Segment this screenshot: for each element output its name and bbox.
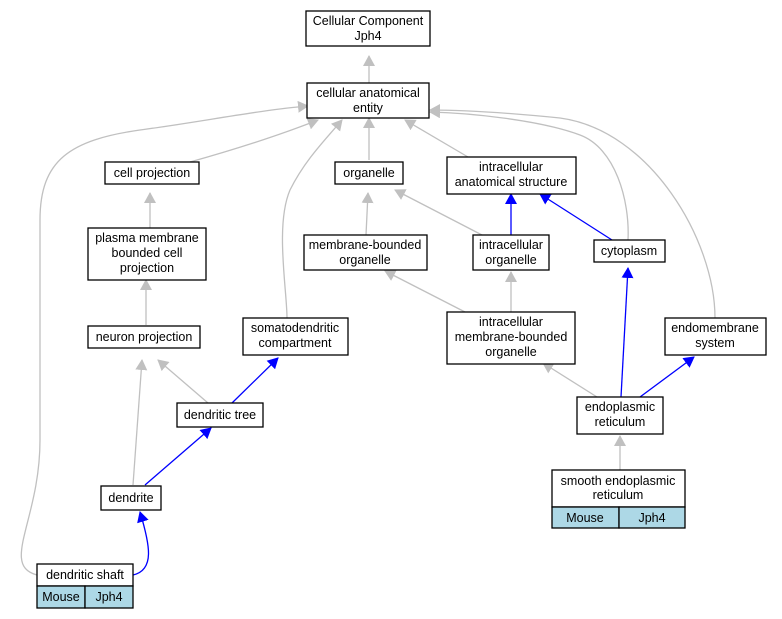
node-label: Cellular Component [313,14,424,28]
node-label: endomembrane [671,321,759,335]
annotation-cell-gene: Jph4 [84,585,134,609]
node-label: cytoplasm [601,244,657,258]
node-dendrite[interactable]: dendrite [100,485,162,511]
node-label: Jph4 [354,29,381,43]
node-endomembrane-system[interactable]: endomembrane system [664,317,767,356]
edge-er-to-endomem [639,356,695,398]
node-endoplasmic-reticulum[interactable]: endoplasmic reticulum [576,396,664,435]
node-label: smooth endoplasmic [561,474,676,488]
node-cellular-component-jph4[interactable]: Cellular Component Jph4 [305,10,431,47]
annotation-label: Jph4 [638,511,665,525]
node-label: organelle [485,253,536,267]
edge-endomem-to-cae [429,104,716,319]
node-organelle[interactable]: organelle [334,161,404,185]
edge-somato-to-cae [281,119,343,319]
node-label: dendritic tree [184,408,256,422]
annotation-cell-mouse: Mouse [36,585,86,609]
node-label: cellular anatomical [316,86,420,100]
annotation-label: Mouse [42,590,80,604]
edge-icorg-to-organelle [394,189,483,236]
edge-dtree-to-neuronproj [157,359,209,404]
annotation-cell-mouse: Mouse [551,506,620,529]
node-plasma-membrane-bounded-cell-projection[interactable]: plasma membrane bounded cell projection [87,227,207,281]
node-somatodendritic-compartment[interactable]: somatodendritic compartment [242,317,349,356]
node-label: entity [353,101,384,115]
node-label: organelle [343,166,394,180]
edge-ias-to-cae [404,119,469,158]
node-membrane-bounded-organelle[interactable]: membrane-bounded organelle [303,234,428,271]
node-intracellular-organelle[interactable]: intracellular organelle [472,234,550,271]
node-label: organelle [485,345,536,359]
node-label: plasma membrane [95,231,199,245]
node-smooth-endoplasmic-reticulum[interactable]: smooth endoplasmic reticulum Mouse Jph4 [551,469,686,529]
annotation-label: Mouse [566,511,604,525]
node-label: organelle [339,253,390,267]
node-label: endoplasmic [585,400,655,414]
node-label: neuron projection [96,330,193,344]
node-label: membrane-bounded [309,238,422,252]
node-label: somatodendritic [251,321,339,335]
edge-dshaft-to-dendrite [132,511,150,576]
node-label: dendritic shaft [46,568,124,582]
node-label: dendrite [108,491,153,505]
edge-er-to-cytoplasm [620,267,634,398]
annotation-label: Jph4 [95,590,122,604]
node-label: bounded cell [112,246,183,260]
edge-imbo-to-mbo [384,270,466,313]
node-label: reticulum [593,488,644,502]
edge-cytoplasm-to-cae [429,106,629,241]
edge-mbo-to-organelle [361,192,374,236]
node-dendritic-tree[interactable]: dendritic tree [176,402,264,428]
edge-dendrite-to-neuronproj [132,359,148,486]
node-intracellular-anatomical-structure[interactable]: intracellular anatomical structure [446,156,577,195]
node-cellular-anatomical-entity[interactable]: cellular anatomical entity [306,82,430,119]
node-cell-projection[interactable]: cell projection [104,161,200,185]
node-dendritic-shaft[interactable]: dendritic shaft Mouse Jph4 [36,563,134,609]
node-label: anatomical structure [455,175,568,189]
annotation-cell-gene: Jph4 [618,506,686,529]
edge-er-to-imbo [542,362,598,398]
edge-cellproj-to-cae [189,118,319,163]
node-label: compartment [259,336,332,350]
node-label: reticulum [595,415,646,429]
node-label: membrane-bounded [455,330,568,344]
node-label: intracellular [479,160,543,174]
node-label: cell projection [114,166,190,180]
edge-dtree-to-somato [231,357,279,404]
edge-cytoplasm-to-ias [539,193,613,241]
node-cytoplasm[interactable]: cytoplasm [593,239,666,263]
edge-dshaft-to-cae [20,100,309,576]
node-intracellular-membrane-bounded-organelle[interactable]: intracellular membrane-bounded organelle [446,311,576,365]
node-label: system [695,336,735,350]
node-neuron-projection[interactable]: neuron projection [87,325,201,349]
node-label: intracellular [479,238,543,252]
edge-dendrite-to-dtree [144,427,212,486]
node-label: intracellular [479,315,543,329]
node-label: projection [120,261,174,275]
